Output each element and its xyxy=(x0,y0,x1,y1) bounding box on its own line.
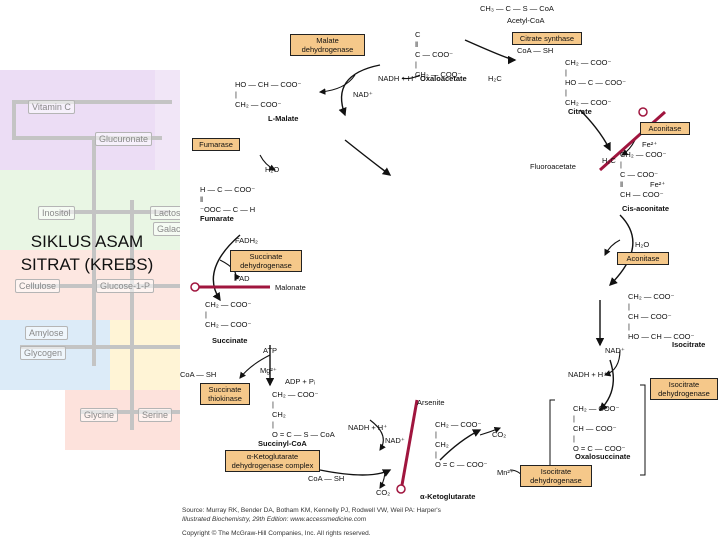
cofactor-mn: Mn²⁺ xyxy=(497,468,514,477)
structure-akg: CH₂ — COO⁻ | CH₂ | O = C — COO⁻ xyxy=(435,420,488,469)
cofactor-nadh-iso: NADH + H⁺ xyxy=(568,370,608,379)
map-node: Cellulose xyxy=(15,279,61,293)
source-line-3: Copyright © The McGraw-Hill Companies, I… xyxy=(182,530,371,537)
enzyme-label: Aconitase xyxy=(648,124,682,133)
cofactor-h2c-2: H₂C xyxy=(602,156,616,165)
map-node: Glycogen xyxy=(20,346,67,360)
label-oxaloacetate: Oxaloacetate xyxy=(420,74,467,83)
enzyme-isocitrate-dehydrogenase-1: Isocitrate dehydrogenase xyxy=(650,378,718,400)
cofactor-fad: FAD xyxy=(235,274,250,283)
cofactor-nad-top: NAD⁺ xyxy=(353,90,373,99)
inhibitor-fluoroacetate: Fluoroacetate xyxy=(530,162,576,171)
cofactor-h2o-aconitase: H₂O xyxy=(635,240,650,249)
enzyme-label: Succinate dehydrogenase xyxy=(240,252,292,270)
cofactor-nadh-top: NADH + H⁺ xyxy=(378,74,418,83)
enzyme-fumarase: Fumarase xyxy=(192,138,240,151)
structure-citrate: CH₂ — COO⁻ | HO — C — COO⁻ | CH₂ — COO⁻ xyxy=(565,58,627,107)
enzyme-label: Isocitrate dehydrogenase xyxy=(530,467,582,485)
structure-isocitrate: CH₂ — COO⁻ | CH — COO⁻ | HO — CH — COO⁻ xyxy=(628,292,695,341)
enzyme-label: Fumarase xyxy=(199,140,233,149)
cofactor-adp-pi: ADP + Pᵢ xyxy=(285,377,316,386)
enzyme-succinate-thiokinase: Succinate thiokinase xyxy=(200,383,250,405)
enzyme-label: α-Ketoglutarate dehydrogenase complex xyxy=(231,452,314,470)
cofactor-nad-akg: NAD⁺ xyxy=(385,436,405,445)
structure-fumarate: H — C — COO⁻ ‖ ⁻OOC — C — H xyxy=(200,185,256,214)
map-node: Glucuronate xyxy=(95,132,153,146)
map-node: Serine xyxy=(138,408,173,422)
label-malate: L-Malate xyxy=(268,114,299,123)
cofactor-co2-1: CO₂ xyxy=(376,488,391,497)
inhibitor-arsenite: Arsenite xyxy=(417,398,445,407)
structure-succinyl-coa: CH₂ — COO⁻ | CH₂ | O = C — S — CoA xyxy=(272,390,335,439)
slide-title: SIKLUS ASAM SITRAT (KREBS) xyxy=(2,230,172,276)
cofactor-coa-sh-left: CoA — SH xyxy=(180,370,217,379)
cofactor-coa-sh-top: CoA — SH xyxy=(517,46,554,55)
inhibitor-malonate: Malonate xyxy=(275,283,306,292)
cofactor-fe-1: Fe²⁺ xyxy=(642,140,658,149)
krebs-cycle-diagram: Malate dehydrogenase Citrate synthase Ac… xyxy=(180,0,720,540)
structure-cis-aconitate: CH₂ — COO⁻ | C — COO⁻ ‖ CH — COO⁻ xyxy=(620,150,667,199)
label-citrate: Citrate xyxy=(568,107,592,116)
map-node: Glycine xyxy=(80,408,119,422)
structure-succinate: CH₂ — COO⁻ | CH₂ — COO⁻ xyxy=(205,300,252,329)
structure-malate: HO — CH — COO⁻ | CH₂ — COO⁻ xyxy=(235,80,302,109)
structure-oxalosuccinate: CH₂ — COO⁻ | CH — COO⁻ | O = C — COO⁻ xyxy=(573,404,626,453)
cofactor-mg: Mg²⁺ xyxy=(260,366,277,375)
cofactor-fadh2: FADH₂ xyxy=(235,236,258,245)
enzyme-malate-dehydrogenase: Malate dehydrogenase xyxy=(290,34,365,56)
map-node: Glucose-1-P xyxy=(96,279,155,293)
source-line-2: Illustrated Biochemistry, 29th Edition: … xyxy=(182,516,367,523)
cofactor-fe-2: Fe²⁺ xyxy=(650,180,666,189)
enzyme-label: Isocitrate dehydrogenase xyxy=(658,380,710,398)
label-succinate: Succinate xyxy=(212,336,248,345)
background-pathway-map: Vitamin C Glucuronate Inositol Lactose G… xyxy=(0,70,202,540)
label-cis-aconitate: Cis-aconitate xyxy=(622,204,670,213)
cofactor-nadh-akg: NADH + H⁺ xyxy=(348,423,388,432)
source-line-1: Source: Murray RK, Bender DA, Botham KM,… xyxy=(182,507,441,514)
structure-oxaloacetate: C ‖ C — COO⁻ | CH₂ — COO⁻ xyxy=(415,30,462,79)
label-oxalosuccinate: Oxalosuccinate xyxy=(575,452,631,461)
enzyme-aconitase-1: Aconitase xyxy=(640,122,690,135)
map-node: Amylose xyxy=(25,326,68,340)
slide-title-text: SIKLUS ASAM SITRAT (KREBS) xyxy=(20,232,154,274)
enzyme-citrate-synthase: Citrate synthase xyxy=(512,32,582,45)
cycle-arrows xyxy=(190,39,666,494)
structure-acetyl-coa: CH₃ — C — S — CoA xyxy=(480,4,554,13)
cofactor-nad-iso: NAD⁺ xyxy=(605,346,625,355)
enzyme-aconitase-2: Aconitase xyxy=(617,252,669,265)
cofactor-co2-2: CO₂ xyxy=(492,430,507,439)
enzyme-label: Malate dehydrogenase xyxy=(301,36,354,54)
label-akg: α-Ketoglutarate xyxy=(420,492,476,501)
enzyme-label: Citrate synthase xyxy=(519,34,575,43)
label-fumarate: Fumarate xyxy=(200,214,234,223)
map-node: Vitamin C xyxy=(28,100,75,114)
map-node: Inositol xyxy=(38,206,75,220)
cofactor-h2c: H₂C xyxy=(488,74,502,83)
cofactor-atp: ATP xyxy=(263,346,278,355)
label-isocitrate: Isocitrate xyxy=(672,340,706,349)
enzyme-akg-dehydrogenase-complex: α-Ketoglutarate dehydrogenase complex xyxy=(225,450,320,472)
cofactor-coa-sh-bottom: CoA — SH xyxy=(308,474,345,483)
enzyme-isocitrate-dehydrogenase-2: Isocitrate dehydrogenase xyxy=(520,465,592,487)
enzyme-succinate-dehydrogenase: Succinate dehydrogenase xyxy=(230,250,302,272)
cofactor-h2o-fumarase: H₂O xyxy=(265,165,280,174)
enzyme-label: Succinate thiokinase xyxy=(208,385,242,403)
label-acetyl-coa: Acetyl-CoA xyxy=(507,16,545,25)
label-succinyl-coa: Succinyl-CoA xyxy=(258,439,307,448)
enzyme-label: Aconitase xyxy=(626,254,660,263)
